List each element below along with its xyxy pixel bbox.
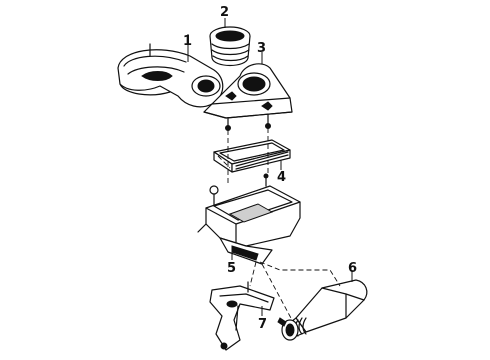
part-4-filter-element [213, 139, 291, 173]
assembly-guide-lines [227, 128, 341, 321]
callout-leaders [187, 18, 353, 316]
part-2-coupling-sleeve [209, 26, 251, 67]
part-3-air-cleaner-cover [203, 63, 293, 131]
part-7-bracket [209, 281, 275, 351]
part-5-air-cleaner-housing [197, 173, 301, 265]
part-6-outlet-hose [277, 279, 368, 341]
callout-4: 4 [277, 170, 286, 185]
callout-1: 1 [183, 34, 192, 49]
part-1-intake-duct [117, 43, 224, 108]
callout-5: 5 [227, 261, 236, 276]
callout-2: 2 [220, 5, 229, 20]
callout-3: 3 [257, 41, 266, 56]
callout-6: 6 [348, 261, 357, 276]
callout-7: 7 [258, 317, 267, 332]
